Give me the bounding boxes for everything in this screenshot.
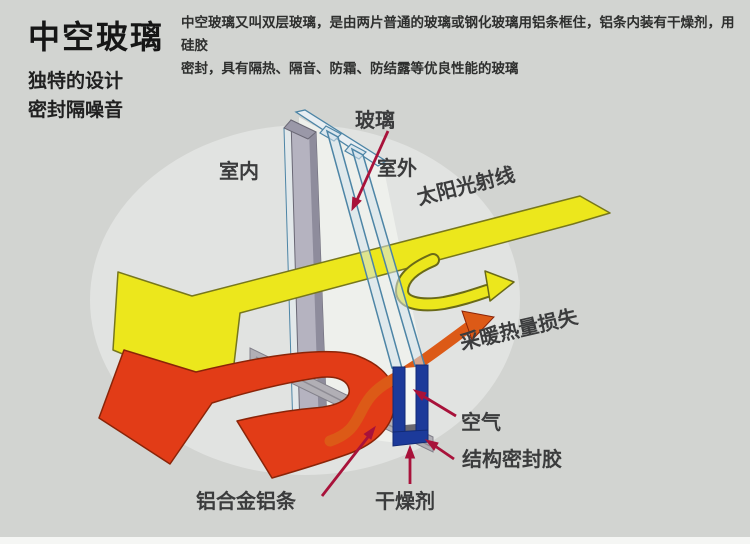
pointer-line-air: [422, 394, 457, 418]
label-outdoor: 室外: [377, 158, 417, 180]
label-glass: 玻璃: [355, 110, 395, 132]
page-title: 中空玻璃: [28, 19, 165, 55]
bottom-page-strip: [0, 537, 750, 544]
label-indoor: 室内: [219, 161, 259, 183]
pointer-head-aluminum: [363, 425, 376, 440]
heat-reflect-arrow: [98, 349, 396, 479]
pointer-head-sealant: [424, 439, 439, 451]
pointer-arrows: [320, 130, 457, 497]
solar-reflect-arrowhead: [484, 270, 515, 302]
air-gap: [405, 367, 416, 430]
pointer-line-glass: [355, 130, 390, 201]
pointer-head-desiccant: [404, 444, 416, 459]
label-structural-sealant: 结构密封胶: [462, 449, 562, 471]
pointer-line-aluminum: [320, 436, 370, 497]
description-line-2: 密封，具有隔热、隔音、防霜、防结露等优良性能的玻璃: [181, 61, 519, 76]
slogan-line-1: 独特的设计: [28, 71, 124, 92]
heat-loss-arrowhead: [461, 310, 495, 341]
label-air: 空气: [461, 412, 501, 434]
description-line-1: 中空玻璃又叫双层玻璃，是由两片普通的玻璃或钢化玻璃用铝条框住，铝条内装有干燥剂，…: [181, 15, 735, 53]
pointer-head-glass: [351, 196, 362, 212]
description-paragraph: 中空玻璃又叫双层玻璃，是由两片普通的玻璃或钢化玻璃用铝条框住，铝条内装有干燥剂，…: [181, 11, 746, 80]
heat-loss-arrow-shaft: [324, 320, 476, 447]
indoor-frame-top-cap: [283, 119, 317, 140]
label-desiccant: 干燥剂: [375, 491, 435, 513]
pointer-head-air: [412, 389, 427, 401]
pointer-line-sealant: [434, 444, 455, 461]
solar-reflect-arrow: [396, 255, 492, 310]
label-aluminum-spacer: 铝合金铝条: [196, 491, 296, 513]
slogan-line-2: 密封隔噪音: [28, 100, 124, 121]
